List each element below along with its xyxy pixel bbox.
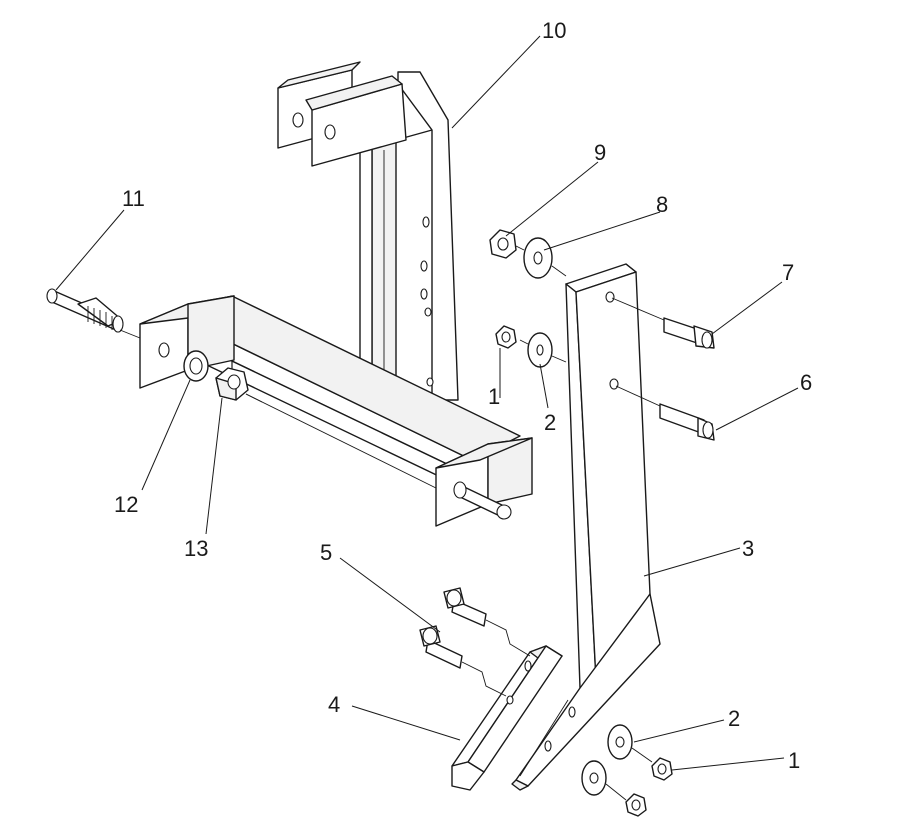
transverse-beam [139, 295, 533, 527]
part-13-nut [215, 367, 249, 401]
part-2-washer-upper [527, 332, 553, 368]
callout-8: 8 [656, 192, 668, 217]
callout-13: 13 [184, 536, 208, 561]
part-8-washer [523, 237, 553, 279]
part-6-bolt [659, 403, 715, 441]
part-7-bolt [663, 317, 715, 349]
callout-6: 6 [800, 370, 812, 395]
callout-2-upper: 2 [544, 410, 556, 435]
part-11-threaded-pin [46, 288, 124, 333]
part-5-bolt-lower [419, 625, 463, 669]
callout-12: 12 [114, 492, 138, 517]
shank-foot [511, 593, 661, 791]
callout-1-lower: 1 [788, 748, 800, 773]
part-2-washer-lower-b [581, 760, 607, 796]
part-2-washer-lower-a [607, 724, 633, 760]
callout-10: 10 [542, 18, 566, 43]
callout-2-lower: 2 [728, 706, 740, 731]
part-10-upright-frame [277, 61, 459, 401]
part-9-nut [489, 229, 517, 259]
part-12-washer [183, 350, 209, 382]
callout-9: 9 [594, 140, 606, 165]
part-3-shank [565, 263, 651, 689]
callout-5: 5 [320, 540, 332, 565]
callout-1-upper: 1 [488, 384, 500, 409]
callout-7: 7 [782, 260, 794, 285]
part-1-nut-upper [495, 325, 517, 349]
callout-11: 11 [122, 186, 145, 211]
callout-3: 3 [742, 536, 754, 561]
part-1-nut-lower-a [651, 757, 673, 781]
callout-4: 4 [328, 692, 340, 717]
part-4-bar [451, 645, 563, 791]
assembly-axis-lines [119, 245, 665, 801]
part-1-nut-lower-b [625, 793, 647, 817]
part-5-bolt-upper [443, 587, 487, 627]
leader-lines [55, 35, 799, 771]
callout-labels: 10 9 8 11 7 1 2 6 12 13 3 5 4 2 1 [114, 18, 812, 773]
